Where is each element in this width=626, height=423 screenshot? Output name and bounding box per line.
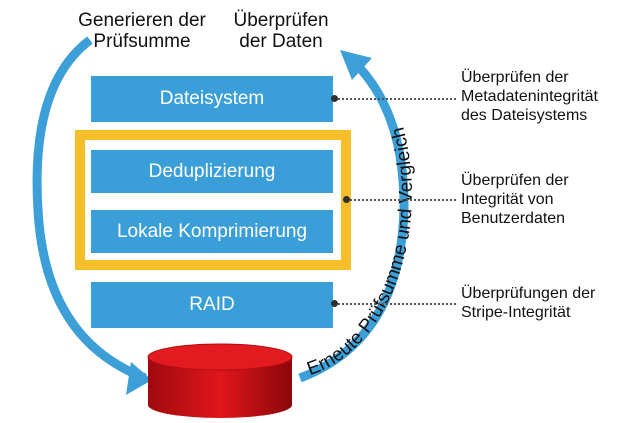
userdata-leader-dot <box>343 196 350 203</box>
disk-icon <box>147 343 293 418</box>
verify-data-label: Überprüfen der Daten <box>233 10 329 52</box>
raid-layer: RAID <box>91 282 333 328</box>
metadata-annotation: Überprüfen der Metadatenintegrität des D… <box>461 69 598 124</box>
metadata-leader-dot <box>331 95 338 102</box>
stripe-leader-dot <box>331 300 338 307</box>
left-arrowhead <box>126 362 152 395</box>
generate-checksum-label: Generieren der Prüfsumme <box>78 10 206 52</box>
compression-layer: Lokale Komprimierung <box>91 210 333 253</box>
left-arrow <box>32 36 147 383</box>
stripe-leader-line <box>338 303 456 305</box>
userdata-annotation: Überprüfen der Integrität von Benutzerda… <box>461 172 569 227</box>
metadata-leader-line <box>338 98 456 100</box>
stripe-annotation: Überprüfungen der Stripe-Integrität <box>461 285 596 321</box>
right-arrowhead <box>340 50 372 80</box>
userdata-leader-line <box>350 199 456 201</box>
dedup-layer: Deduplizierung <box>91 150 333 193</box>
filesystem-layer: Dateisystem <box>91 76 333 122</box>
